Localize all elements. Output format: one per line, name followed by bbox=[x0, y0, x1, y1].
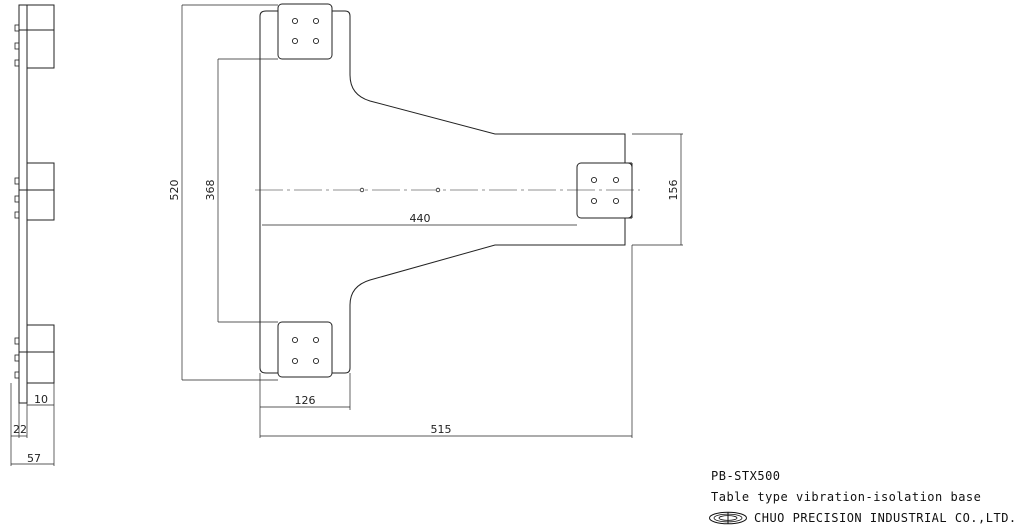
side-view bbox=[14, 4, 55, 404]
dim-right-width: 156 bbox=[667, 180, 680, 201]
dim-side-total: 57 bbox=[27, 452, 41, 465]
dim-overall-length: 515 bbox=[431, 423, 452, 436]
dim-overall-height: 520 bbox=[168, 180, 181, 201]
bolt-holes bbox=[291, 17, 620, 365]
dim-side-offset: 22 bbox=[13, 423, 27, 436]
dim-side-thickness: 10 bbox=[34, 393, 48, 406]
mount-pad-bottom bbox=[277, 321, 333, 378]
mount-pad-top bbox=[277, 3, 333, 60]
company-logo-icon bbox=[709, 511, 747, 525]
company-line: CHUO PRECISION INDUSTRIAL CO.,LTD. bbox=[708, 511, 1017, 525]
product-description: Table type vibration-isolation base bbox=[711, 490, 982, 504]
model-number: PB-STX500 bbox=[711, 469, 781, 483]
t-base-outline bbox=[259, 10, 626, 374]
side-dimension-lines bbox=[10, 383, 55, 466]
dim-pad-width: 126 bbox=[295, 394, 316, 407]
company-name: CHUO PRECISION INDUSTRIAL CO.,LTD. bbox=[754, 511, 1017, 525]
plan-view bbox=[255, 3, 640, 378]
mount-pad-right bbox=[576, 162, 633, 219]
plan-dimension-lines bbox=[181, 4, 683, 438]
dim-arm-length: 440 bbox=[410, 212, 431, 225]
dim-inner-height: 368 bbox=[204, 180, 217, 201]
